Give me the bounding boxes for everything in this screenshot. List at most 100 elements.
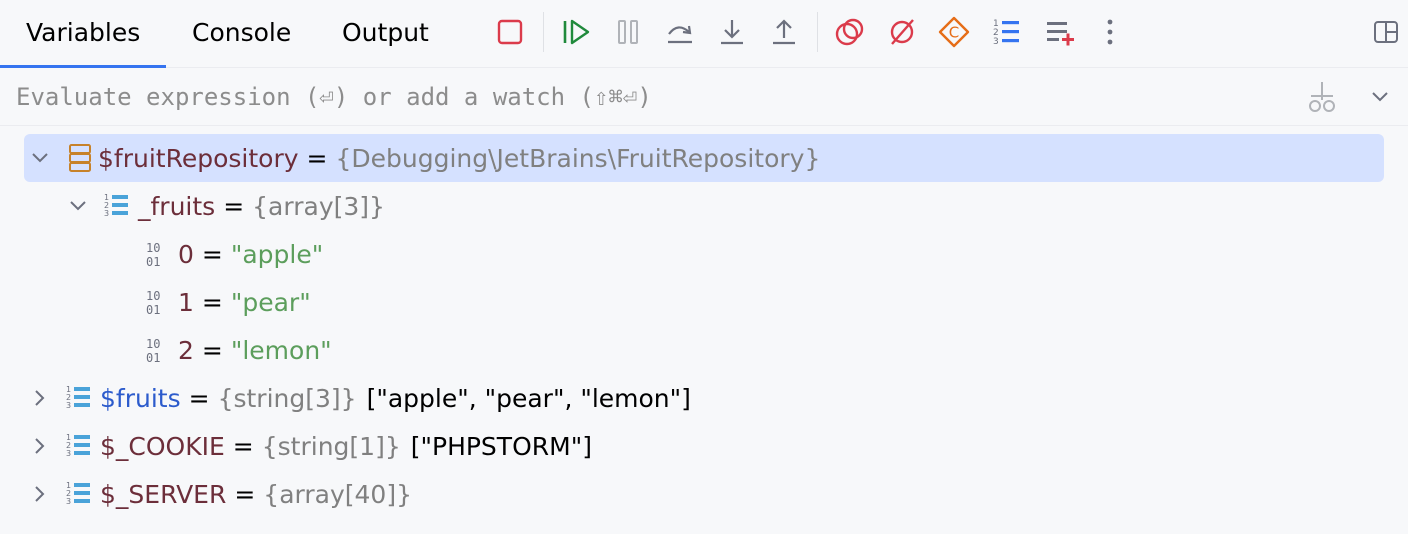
variable-value: ["apple", "pear", "lemon"] (366, 383, 691, 413)
svg-text:3: 3 (66, 401, 71, 410)
toolbar-separator (817, 12, 818, 52)
svg-text:1: 1 (66, 481, 71, 490)
equals-sign: = (234, 479, 256, 509)
variable-name: 1 (178, 287, 194, 317)
chevron-down-icon (1372, 92, 1388, 102)
variable-type: {string[3]} (217, 383, 357, 413)
stop-button[interactable] (492, 14, 528, 50)
more-vertical-icon (1107, 19, 1113, 45)
svg-text:2: 2 (66, 489, 71, 498)
svg-text:1: 1 (993, 19, 999, 29)
svg-text:2: 2 (993, 28, 999, 38)
step-into-button[interactable] (714, 14, 750, 50)
variable-name: 2 (178, 335, 194, 365)
svg-text:3: 3 (993, 37, 999, 47)
svg-text:01: 01 (146, 303, 160, 316)
svg-text:3: 3 (104, 209, 109, 218)
svg-text:10: 10 (146, 337, 160, 351)
tab-output[interactable]: Output (342, 18, 429, 47)
evaluate-expression-input[interactable] (16, 69, 1276, 125)
svg-text:1: 1 (66, 433, 71, 442)
equals-sign: = (232, 431, 254, 461)
chevron-right-icon[interactable] (24, 478, 56, 510)
break-on-exception-button[interactable]: C (936, 14, 972, 50)
add-to-list-icon (1047, 22, 1074, 46)
svg-text:2: 2 (104, 201, 109, 210)
mute-breakpoints-icon (890, 19, 914, 45)
watch-glasses-icon (1309, 82, 1335, 112)
expand-history-button[interactable] (1362, 81, 1398, 113)
svg-text:3: 3 (66, 449, 71, 458)
variable-name: $fruits (100, 383, 181, 413)
svg-text:2: 2 (66, 441, 71, 450)
step-out-icon (773, 19, 795, 45)
chevron-right-icon[interactable] (24, 382, 56, 414)
variable-name: $_SERVER (100, 479, 227, 509)
variable-name: _fruits (138, 191, 216, 221)
chevron-right-icon[interactable] (24, 430, 56, 462)
add-watch-glasses-button[interactable] (1300, 79, 1344, 115)
evaluate-bar (0, 69, 1408, 126)
pause-icon (618, 20, 638, 44)
more-button[interactable] (1092, 14, 1128, 50)
equals-sign: = (188, 383, 210, 413)
equals-sign: = (201, 287, 223, 317)
exception-breakpoint-icon: C (938, 16, 970, 48)
variable-name: 0 (178, 239, 194, 269)
equals-sign: = (201, 335, 223, 365)
string-value: "apple" (230, 239, 324, 269)
stop-icon (497, 19, 523, 45)
svg-text:01: 01 (146, 255, 160, 268)
svg-text:10: 10 (146, 289, 160, 303)
string-value: "pear" (230, 287, 311, 317)
chevron-down-icon[interactable] (24, 142, 56, 174)
tree-row-fruitRepository[interactable]: $fruitRepository = {Debugging\JetBrains\… (24, 134, 1384, 182)
svg-text:3: 3 (66, 497, 71, 506)
variable-type: {array[3]} (252, 191, 385, 221)
equals-sign: = (201, 239, 223, 269)
equals-sign: = (306, 143, 328, 173)
svg-text:01: 01 (146, 351, 160, 364)
numbered-list-icon: 123 (993, 19, 1019, 47)
variable-type: {Debugging\JetBrains\FruitRepository} (335, 143, 821, 173)
add-watch-button[interactable] (1042, 14, 1078, 50)
object-icon (68, 143, 92, 173)
svg-text:10: 10 (146, 241, 160, 255)
variable-name: $fruitRepository (98, 143, 299, 173)
resume-button[interactable] (558, 14, 594, 50)
chevron-down-icon[interactable] (62, 190, 94, 222)
string-value: "lemon" (230, 335, 332, 365)
tab-variables[interactable]: Variables (0, 0, 166, 68)
variable-name: $_COOKIE (100, 431, 225, 461)
tab-console[interactable]: Console (192, 18, 292, 47)
view-breakpoints-button[interactable] (832, 14, 868, 50)
layout-icon (1374, 21, 1398, 43)
equals-sign: = (223, 191, 245, 221)
variable-value: ["PHPSTORM"] (410, 431, 592, 461)
resume-icon (563, 19, 590, 45)
toolbar-separator (543, 12, 544, 52)
step-over-button[interactable] (662, 14, 698, 50)
layout-button[interactable] (1368, 14, 1404, 50)
step-out-button[interactable] (766, 14, 802, 50)
breakpoints-icon (835, 18, 864, 46)
svg-text:C: C (949, 24, 959, 42)
mute-breakpoints-button[interactable] (884, 14, 920, 50)
pause-button[interactable] (610, 14, 646, 50)
svg-text:1: 1 (104, 193, 109, 202)
